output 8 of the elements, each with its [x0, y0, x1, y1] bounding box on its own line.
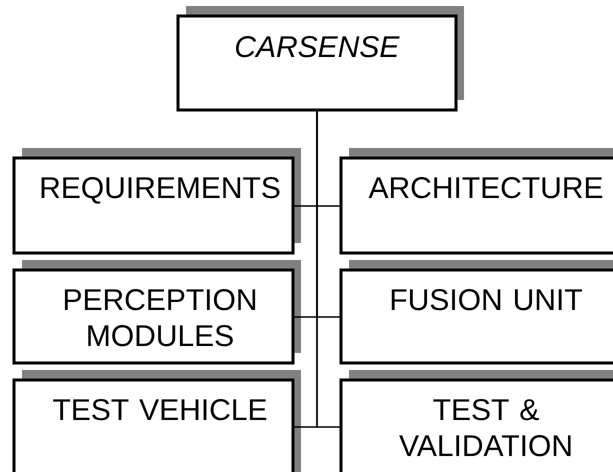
connector-line — [316, 112, 340, 428]
block-box: TEST VEHICLE — [12, 370, 301, 472]
block-box: PERCEPTION MODULES — [12, 260, 301, 364]
block-box: ARCHITECTURE — [340, 148, 613, 254]
block-box: FUSION UNIT — [340, 260, 613, 364]
title-box: CARSENSE — [176, 6, 464, 112]
block-box: REQUIREMENTS — [12, 148, 301, 254]
block-box: TEST & VALIDATION — [340, 370, 613, 472]
